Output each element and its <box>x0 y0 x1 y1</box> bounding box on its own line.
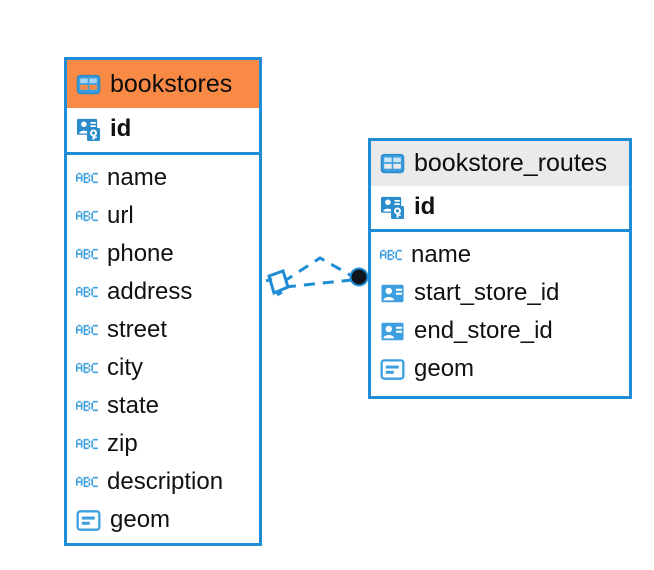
field-row-primary-key[interactable]: id <box>67 108 259 155</box>
table-title: bookstores <box>110 69 233 98</box>
field-label: start_store_id <box>414 278 560 306</box>
field-label: id <box>110 115 132 143</box>
field-row[interactable]: start_store_id <box>380 274 619 312</box>
text-abc-icon <box>76 210 98 222</box>
foreign-key-icon <box>381 322 404 340</box>
field-label: geom <box>110 505 171 533</box>
field-row-primary-key[interactable]: id <box>371 186 629 232</box>
field-label: end_store_id <box>414 316 553 344</box>
table-title: bookstore_routes <box>414 149 608 178</box>
geometry-icon <box>76 509 101 531</box>
table-icon <box>380 153 405 174</box>
field-label: address <box>107 277 193 305</box>
text-abc-icon <box>76 438 98 450</box>
field-label: id <box>414 192 436 220</box>
entity-table-bookstore-routes[interactable]: bookstore_routes id <box>368 138 632 399</box>
text-abc-icon <box>76 172 98 184</box>
field-list-bookstore-routes: name start_store_id <box>371 232 629 394</box>
text-abc-icon <box>76 362 98 374</box>
field-label: url <box>107 201 134 229</box>
text-abc-icon <box>76 248 98 260</box>
field-label: phone <box>107 239 174 267</box>
field-label: zip <box>107 429 138 457</box>
field-row[interactable]: geom <box>380 350 619 388</box>
field-row[interactable]: state <box>76 387 249 425</box>
text-abc-icon <box>380 249 402 261</box>
text-abc-icon <box>76 400 98 412</box>
field-row[interactable]: phone <box>76 235 249 273</box>
field-label: name <box>411 240 472 268</box>
field-row[interactable]: address <box>76 273 249 311</box>
text-abc-icon <box>76 286 98 298</box>
field-row[interactable]: description <box>76 463 249 501</box>
filled-circle-marker <box>349 267 369 287</box>
table-icon <box>76 74 101 94</box>
field-row[interactable]: geom <box>76 501 249 539</box>
field-label: city <box>107 353 143 381</box>
diamond-marker <box>265 269 290 297</box>
text-abc-icon <box>76 324 98 336</box>
primary-key-icon <box>76 118 101 142</box>
primary-key-icon <box>380 196 405 219</box>
field-row[interactable]: street <box>76 311 249 349</box>
field-row[interactable]: name <box>380 236 619 274</box>
relationship-line-upper <box>282 256 353 284</box>
field-row[interactable]: end_store_id <box>380 312 619 350</box>
entity-table-bookstores[interactable]: bookstores id <box>64 57 262 546</box>
field-label: geom <box>414 354 475 382</box>
field-label: name <box>107 163 168 191</box>
field-label: state <box>107 391 160 419</box>
geometry-icon <box>380 358 405 380</box>
table-header-bookstores: bookstores <box>67 60 259 108</box>
field-row[interactable]: url <box>76 197 249 235</box>
foreign-key-icon <box>381 284 404 302</box>
field-row[interactable]: city <box>76 349 249 387</box>
field-row[interactable]: zip <box>76 425 249 463</box>
table-header-bookstore-routes: bookstore_routes <box>371 141 629 186</box>
field-label: street <box>107 315 168 343</box>
field-list-bookstores: name url <box>67 155 259 545</box>
field-row[interactable]: name <box>76 159 249 197</box>
field-label: description <box>107 467 224 495</box>
text-abc-icon <box>76 476 98 488</box>
relationship-line-lower <box>284 278 353 289</box>
